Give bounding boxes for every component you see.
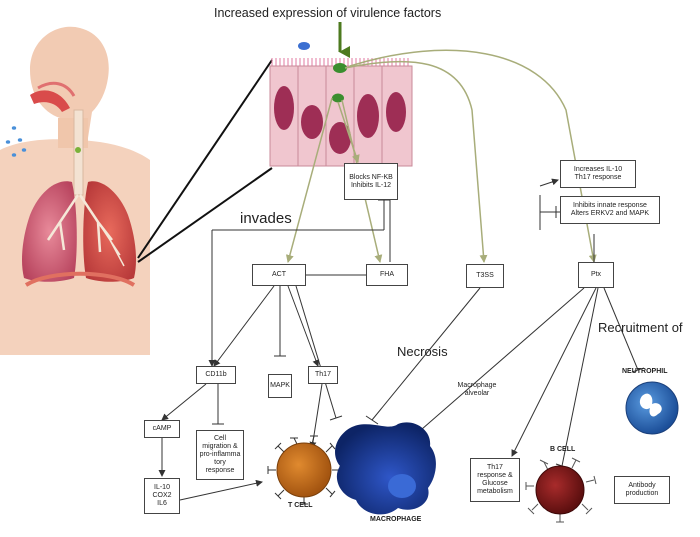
neutrophil-cell	[625, 381, 679, 435]
epithelial-cells-illustration	[269, 58, 413, 167]
diagram-title: Increased expression of virulence factor…	[214, 6, 442, 20]
ptx-box: Ptx	[578, 262, 614, 288]
neutrophil-label: NEUTROPHIL	[622, 368, 668, 375]
t3ss-box: T3SS	[466, 264, 504, 288]
b-cell	[525, 457, 597, 523]
th17-box: Th17	[308, 366, 338, 384]
act-box: ACT	[252, 264, 306, 286]
droplets	[5, 126, 27, 157]
human-respiratory-illustration	[0, 26, 150, 355]
macrophage-cell	[335, 422, 436, 515]
t-cell-label: T CELL	[288, 502, 313, 509]
fha-box: FHA	[366, 264, 408, 286]
t-cell	[267, 435, 341, 505]
macrophage-alveolar-label: Macrophage alveolar	[457, 382, 497, 397]
bacterium-icon	[298, 42, 310, 50]
recruitment-label: Recruitment of	[598, 320, 683, 335]
b-cell-label: B CELL	[550, 446, 576, 453]
macrophage-label: MACROPHAGE	[370, 516, 422, 523]
necrosis-label: Necrosis	[397, 344, 448, 359]
mapk-box: MAPK	[268, 374, 292, 398]
invades-label: invades	[240, 210, 292, 227]
camp-box: cAMP	[144, 420, 180, 438]
cd11b-box: CD11b	[196, 366, 236, 384]
